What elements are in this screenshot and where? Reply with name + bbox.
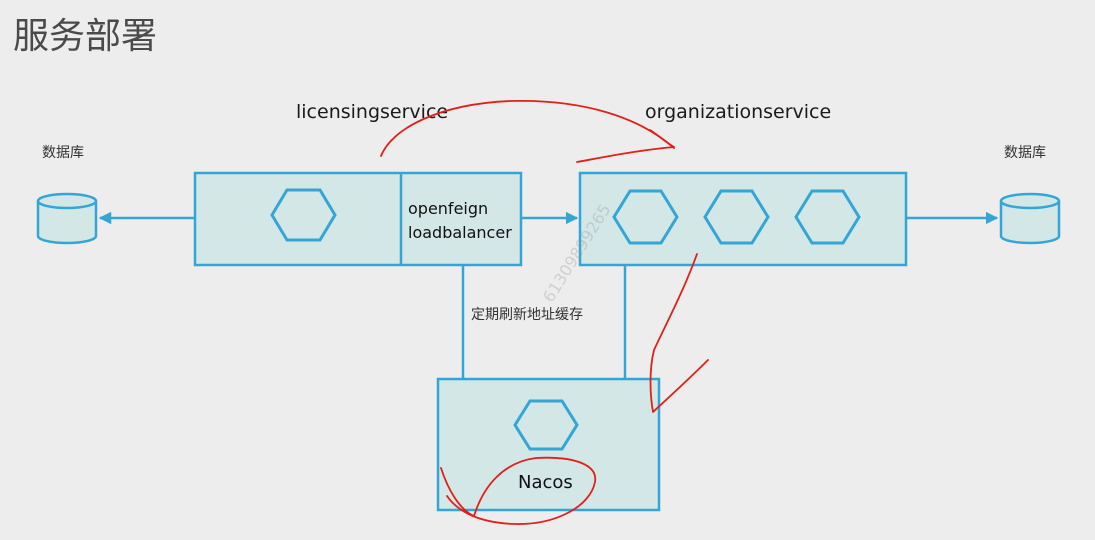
registry-refresh-label: 定期刷新地址缓存 (471, 307, 583, 323)
arc-licensing-to-organization-stroke (380, 99, 675, 157)
organization-instance-2-hex-icon (703, 189, 770, 245)
licensing-instance-hex-icon (270, 188, 337, 242)
left-database-label: 数据库 (42, 145, 84, 161)
nacos-registry-box: Nacos (436, 377, 661, 512)
left-database-icon (36, 192, 98, 245)
organization-instance-1-hex-icon (612, 189, 679, 245)
red-ink-annotations (380, 99, 709, 525)
organization-instance-3-hex-icon (794, 189, 861, 245)
loadbalancer-label: loadbalancer (408, 223, 512, 242)
right-database-label: 数据库 (1004, 145, 1046, 161)
organization-service-box (578, 171, 908, 267)
arrowhead-stroke (576, 129, 675, 163)
nacos-instance-hex-icon (513, 399, 579, 451)
slide-title: 服务部署 (13, 16, 157, 57)
right-database-icon (999, 192, 1061, 245)
openfeign-label: openfeign (408, 199, 488, 218)
organization-service-label: organizationservice (645, 101, 831, 123)
organization-to-nacos-stroke (649, 253, 709, 413)
nacos-label: Nacos (518, 472, 573, 493)
nacos-circle-stroke (440, 456, 597, 525)
licensing-service-box: openfeign loadbalancer (193, 171, 523, 267)
licensing-service-label: licensingservice (296, 101, 448, 123)
